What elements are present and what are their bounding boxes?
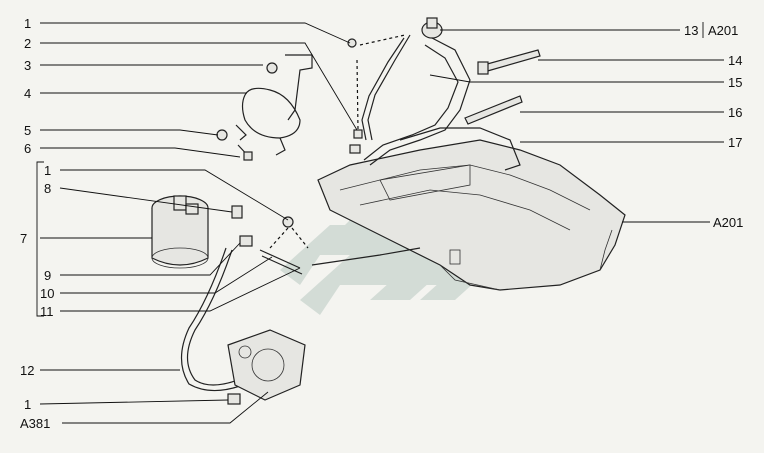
label-2: 2 [24, 36, 31, 51]
label-9: 9 [44, 268, 51, 283]
label-14: 14 [728, 53, 742, 68]
label-8: 8 [44, 181, 51, 196]
label-11: 11 [40, 304, 54, 319]
label-12: 12 [20, 363, 34, 378]
label-7: 7 [20, 231, 27, 246]
label-17: 17 [728, 135, 742, 150]
label-3: 3 [24, 58, 31, 73]
label-10: 10 [40, 286, 54, 301]
label-13: 13 [684, 23, 698, 38]
label-5: 5 [24, 123, 31, 138]
charcoal-canister [151, 195, 209, 269]
filler-pipes [361, 17, 471, 166]
hose-clamps [464, 49, 541, 125]
canister-connectors [231, 205, 421, 275]
throttle-body [227, 329, 306, 405]
label-6: 6 [24, 141, 31, 156]
label-15: 15 [728, 75, 742, 90]
fuel-tank [317, 139, 626, 291]
canister-bracket [216, 38, 363, 161]
purge-hose [186, 249, 239, 386]
label-a381: A381 [20, 416, 50, 431]
label-1-bottom: 1 [24, 397, 31, 412]
leader-lines [39, 22, 724, 424]
connection-arrows [269, 34, 406, 249]
label-a201-right: A201 [713, 215, 743, 230]
group-bracket [36, 161, 44, 317]
vapour-line [399, 127, 521, 171]
label-1-mid: 1 [44, 163, 51, 178]
label-a201-top: A201 [708, 23, 738, 38]
label-1-top: 1 [24, 16, 31, 31]
label-4: 4 [24, 86, 31, 101]
label-16: 16 [728, 105, 742, 120]
